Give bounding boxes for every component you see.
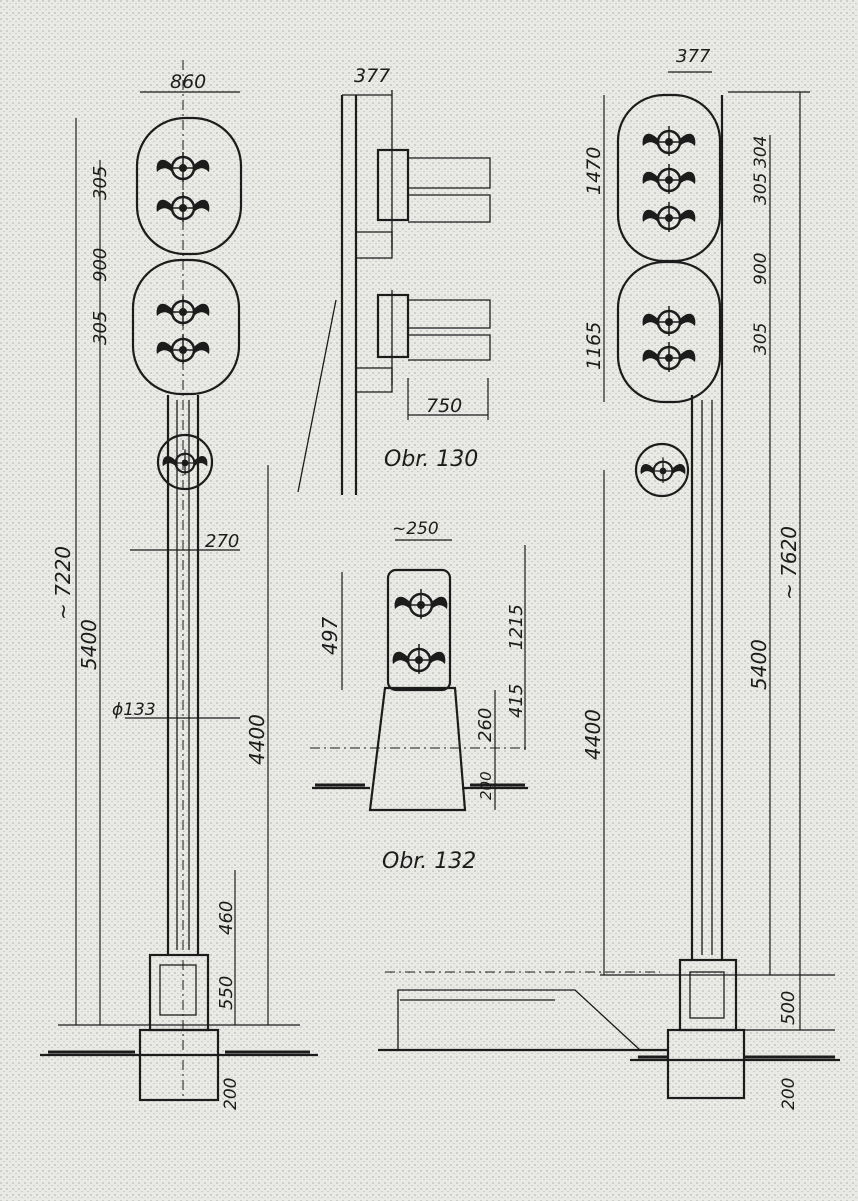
right-dim-900: 900 — [751, 253, 771, 285]
right-dim-305b: 305 — [751, 323, 771, 355]
right-dim-1470: 1470 — [583, 147, 605, 195]
fig130-dim-750-label: 750 — [426, 395, 462, 417]
track-bed-section — [378, 971, 668, 1052]
right-dim-377: 377 — [676, 46, 711, 67]
fig130-upper-hood-1 — [408, 157, 491, 189]
right-base-door — [689, 971, 725, 1019]
left-dim-5400-label: 5400 — [77, 619, 101, 670]
figure-132-drawing: ~250 497 1215 415 260 200 Obr. 132 — [310, 519, 530, 874]
right-small-signal — [634, 442, 690, 498]
left-lower-head — [131, 258, 241, 396]
left-signal-drawing: 860 305 900 305 ~ 7220 5400 270 ϕ133 440… — [40, 60, 318, 1110]
fig132-dim-415-label: 415 — [506, 684, 527, 718]
fig130-lower-housing — [376, 293, 410, 359]
left-upper-head — [135, 116, 243, 256]
right-dim-200: 200 — [779, 1078, 799, 1110]
left-dim-860: 860 — [170, 71, 206, 93]
right-mast-base — [678, 958, 738, 1032]
figure-130-drawing: 377 750 Obr. 130 — [297, 65, 491, 495]
right-dim-7620: ~ 7620 — [777, 526, 801, 600]
right-signal-drawing: 377 1470 1165 305 304 900 305 ~ 7620 540… — [581, 46, 840, 1110]
left-dim-133: ϕ133 — [112, 700, 156, 720]
left-small-signal — [156, 433, 214, 491]
right-dim-1165: 1165 — [583, 322, 605, 370]
left-dim-200: 200 — [221, 1078, 241, 1110]
fig130-upper-hood-2 — [408, 194, 491, 223]
fig130-ladder — [297, 299, 337, 493]
fig130-lower-hood-1 — [408, 299, 491, 329]
left-dim-305-upper: 305 — [90, 166, 111, 200]
right-dim-5400-label: 5400 — [747, 639, 771, 690]
fig130-cable-upper — [356, 231, 393, 259]
right-dim-4400-label: 4400 — [581, 709, 605, 760]
fig132-head — [386, 568, 452, 692]
right-lower-head — [616, 260, 722, 404]
fig132-dim-497-label: 497 — [318, 617, 342, 655]
left-mast-base — [148, 953, 210, 1032]
fig132-dim-1215-label: 1215 — [506, 604, 527, 650]
fig130-upper-housing — [376, 148, 410, 222]
left-dim-305-lower: 305 — [90, 311, 111, 345]
left-dim-900: 900 — [90, 248, 111, 282]
fig130-caption: Obr. 130 — [384, 447, 478, 472]
fig132-dim-260-label: 260 — [475, 708, 496, 742]
fig132-pedestal — [368, 686, 467, 812]
fig132-dim-250: ~250 — [392, 519, 439, 539]
left-dim-4400-label: 4400 — [245, 714, 269, 765]
left-base-door — [159, 964, 197, 1016]
track-bed-ballast — [397, 989, 642, 1051]
right-dim-304: 304 — [751, 136, 771, 168]
fig132-caption: Obr. 132 — [382, 849, 476, 874]
right-dim-500: 500 — [778, 991, 799, 1025]
fig130-cable-lower — [356, 367, 393, 393]
fig130-dim-377: 377 — [354, 65, 390, 87]
left-dim-460: 460 — [216, 901, 237, 935]
left-dim-7220: ~ 7220 — [51, 546, 75, 620]
right-dim-305a: 305 — [751, 173, 771, 205]
fig130-lower-hood-2 — [408, 334, 491, 361]
left-dim-270: 270 — [205, 531, 239, 552]
fig132-dim-200-label: 200 — [477, 771, 495, 800]
left-dim-550: 550 — [216, 976, 237, 1010]
